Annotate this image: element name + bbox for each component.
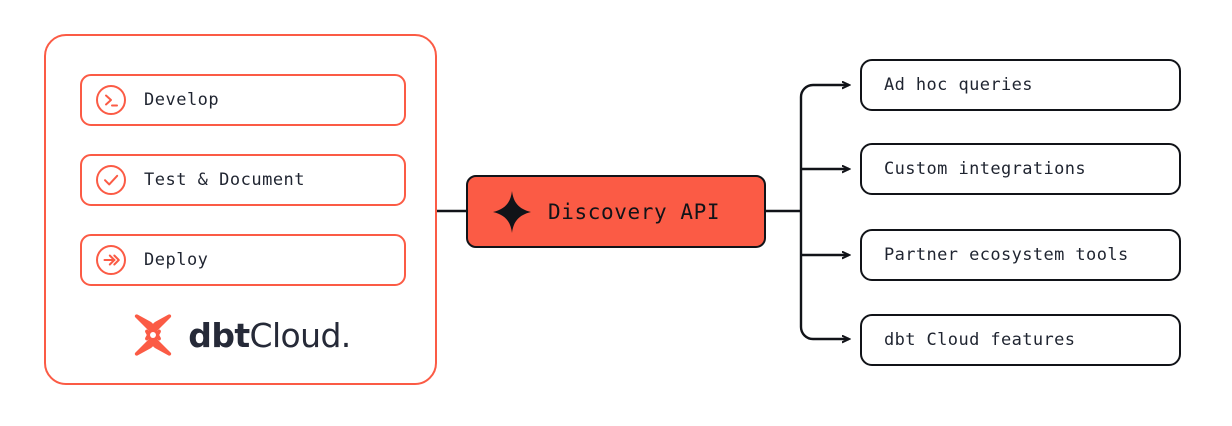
- consumer-label: dbt Cloud features: [884, 330, 1076, 350]
- four-point-star-icon: [493, 190, 531, 233]
- dbt-cloud-wordmark: dbtCloud.: [188, 315, 351, 355]
- consumer-box-dbt-cloud-features[interactable]: dbt Cloud features: [860, 314, 1181, 366]
- wordmark-cloud: Cloud: [249, 315, 342, 355]
- stage-label-develop: Develop: [144, 90, 220, 110]
- discovery-api-node[interactable]: Discovery API: [466, 175, 766, 248]
- consumer-box-partner-ecosystem-tools[interactable]: Partner ecosystem tools: [860, 229, 1181, 281]
- consumer-box-custom-integrations[interactable]: Custom integrations: [860, 143, 1181, 195]
- double-chevron-right-circle-icon: [96, 245, 126, 275]
- terminal-prompt-icon: [96, 85, 126, 115]
- discovery-api-label: Discovery API: [548, 199, 721, 224]
- stage-item-deploy[interactable]: Deploy: [80, 234, 406, 286]
- check-circle-icon: [96, 165, 126, 195]
- wordmark-dot: .: [340, 315, 351, 355]
- wordmark-dbt: dbt: [188, 315, 250, 355]
- wire-trunk: [799, 83, 825, 341]
- consumer-label: Ad hoc queries: [884, 75, 1033, 95]
- stage-label-deploy: Deploy: [144, 250, 209, 270]
- stage-item-develop[interactable]: Develop: [80, 74, 406, 126]
- dbt-cloud-panel: Develop Test & Document Deploy: [44, 34, 437, 385]
- dbt-cloud-logo: dbtCloud.: [46, 308, 435, 362]
- stage-item-test-document[interactable]: Test & Document: [80, 154, 406, 206]
- dbt-x-mark-icon: [135, 314, 172, 356]
- consumer-box-ad-hoc-queries[interactable]: Ad hoc queries: [860, 59, 1181, 111]
- consumer-label: Partner ecosystem tools: [884, 245, 1129, 265]
- stage-label-test-document: Test & Document: [144, 170, 306, 190]
- consumer-label: Custom integrations: [884, 159, 1087, 179]
